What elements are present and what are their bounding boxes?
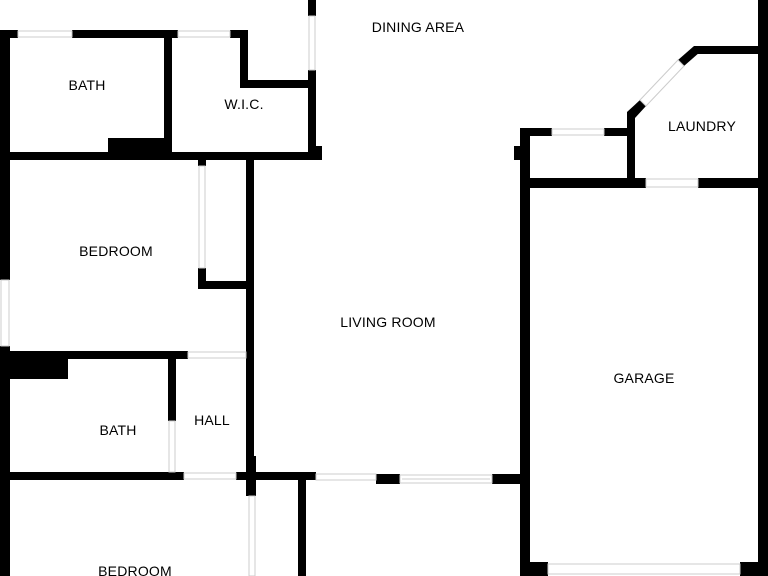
window-laundry-angle <box>639 59 685 107</box>
wall-bath-top-a <box>0 30 18 38</box>
wall-hall-bottom-stub <box>246 456 256 496</box>
wall-laundry-top <box>694 46 768 54</box>
wall-garage-stub <box>514 146 524 160</box>
window-bedroom-left <box>0 279 10 347</box>
door-row3-bottom <box>183 472 237 480</box>
wall-left-exterior-bottom <box>0 346 10 576</box>
door-hall <box>187 351 247 359</box>
wall-wic-step <box>240 80 314 88</box>
door-bath-hall <box>168 420 176 473</box>
label-bedroom-upper: BEDROOM <box>79 243 153 259</box>
wall-laundry-angle-top <box>678 46 700 66</box>
wall-living-bottom-a <box>376 474 400 484</box>
wall-garage-left <box>520 128 530 576</box>
wall-row3-bottom-a <box>0 472 184 480</box>
window-wic <box>177 30 231 38</box>
door-bedroom-lower <box>248 495 256 576</box>
door-garage-bottom <box>547 563 741 575</box>
label-wic: W.I.C. <box>224 96 263 112</box>
label-laundry: LAUNDRY <box>668 118 737 134</box>
wall-bath-wic-divider <box>164 30 172 158</box>
door-center-top <box>308 15 316 71</box>
wall-garage-top-c <box>520 178 646 188</box>
wall-center-top-b <box>308 70 316 158</box>
wall-garage-bottom-b <box>740 562 768 576</box>
label-dining-area: DINING AREA <box>372 19 465 35</box>
label-bedroom-lower: BEDROOM <box>98 563 172 576</box>
label-bath-lower: BATH <box>99 422 136 438</box>
wall-laundry-angle-bottom <box>627 100 646 118</box>
window-garage-top <box>551 128 605 136</box>
wall-living-bottom-b <box>492 474 526 484</box>
wall-bedroom-closet-top <box>198 152 206 166</box>
label-hall: HALL <box>194 412 230 428</box>
wall-bath-top-b <box>72 30 178 38</box>
openings <box>0 15 741 576</box>
wall-garage-top-b <box>604 128 634 136</box>
wall-garage-bottom-a <box>520 562 548 576</box>
wall-bedroom-lower-right <box>298 472 306 576</box>
wall-bath-hall-divider-a <box>168 351 176 421</box>
door-laundry-garage <box>645 178 699 188</box>
door-living-bottom <box>315 473 377 481</box>
wall-bedroom-closet-bottom <box>198 268 206 288</box>
wall-wic-stub <box>240 30 248 85</box>
wall-row1-bottom <box>0 152 322 160</box>
window-living-bottom <box>399 474 493 484</box>
wall-center-top-a <box>308 0 316 16</box>
wall-row3-top-a <box>0 351 188 359</box>
wall-garage-right <box>758 0 768 576</box>
wall-garage-top-a <box>520 128 552 136</box>
wall-bath-top-c <box>230 30 246 38</box>
wall-bedroom-closet-sill <box>198 281 254 289</box>
wall-garage-top-d <box>698 178 768 188</box>
wall-laundry-left <box>627 112 635 186</box>
room-labels: DINING AREA BATH W.I.C. LAUNDRY BEDROOM … <box>68 19 736 576</box>
wall-bath-lower-vanity <box>0 351 68 379</box>
label-living-room: LIVING ROOM <box>340 314 436 330</box>
door-bedroom-closet <box>198 165 206 269</box>
window-bath-upper <box>17 30 73 38</box>
wall-bedroom-closet-outer <box>246 158 254 478</box>
wall-row3-bottom-b <box>236 472 316 480</box>
label-bath-upper: BATH <box>68 77 105 93</box>
label-garage: GARAGE <box>613 370 674 386</box>
